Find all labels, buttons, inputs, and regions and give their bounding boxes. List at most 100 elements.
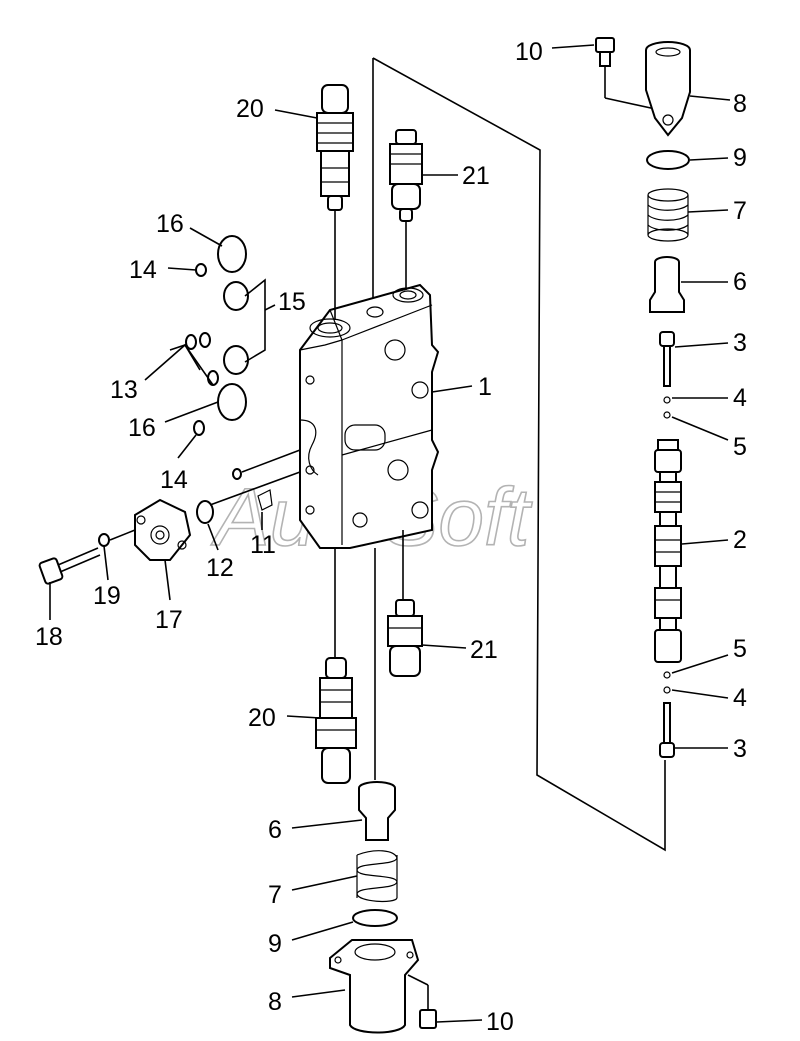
leader-13-b [169, 344, 201, 371]
leader-15 [244, 278, 266, 363]
callout-5-bottom: 5 [733, 635, 747, 663]
leader-19 [103, 545, 109, 581]
o-ring-part-16-bottom [217, 383, 247, 421]
stopper-rod-part-3-bottom [659, 702, 675, 758]
leader-7-bottom [291, 875, 358, 891]
leader-10-bottom [436, 1019, 483, 1023]
relief-valve-part-20-bottom [315, 657, 357, 784]
callout-13: 13 [110, 376, 138, 404]
o-ring-part-16-top [217, 235, 247, 273]
callout-21-bottom: 21 [470, 636, 498, 664]
callout-20-bottom: 20 [248, 704, 276, 732]
callout-10-top: 10 [515, 38, 543, 66]
callout-9-bottom: 9 [268, 930, 282, 958]
leader-16-top [189, 227, 223, 247]
spring-part-7-top [647, 188, 689, 242]
o-ring-part-15-a [223, 281, 249, 311]
callout-4-top: 4 [733, 384, 747, 412]
leader-8-top [689, 95, 731, 101]
callout-3-top: 3 [733, 329, 747, 357]
leader-17 [164, 559, 171, 601]
leader-21-bottom-callout [421, 644, 467, 649]
leader-8-bottom [291, 989, 346, 998]
o-ring-part-14-bottom [193, 420, 205, 436]
ball-part-5-bottom [663, 671, 671, 679]
leader-9-top [689, 157, 729, 161]
ball-part-4-bottom [663, 686, 671, 694]
washer-part-19 [98, 533, 110, 547]
bolt-part-10-bottom [407, 974, 437, 1029]
o-ring-part-12 [196, 500, 214, 524]
callout-7-bottom: 7 [268, 881, 282, 909]
leader-14-bottom [177, 434, 197, 459]
callout-17: 17 [155, 606, 183, 634]
callout-15: 15 [278, 288, 306, 316]
leader-5-bottom [671, 654, 729, 674]
callout-7-top: 7 [733, 197, 747, 225]
leader-1 [431, 385, 473, 393]
leader-20-bottom-callout [286, 715, 321, 719]
callout-4-bottom: 4 [733, 684, 747, 712]
o-ring-part-9-top [646, 150, 690, 170]
ball-part-4-top [663, 396, 671, 404]
callout-2: 2 [733, 526, 747, 554]
callout-10-bottom: 10 [486, 1008, 514, 1036]
callout-9-top: 9 [733, 144, 747, 172]
o-ring-part-11 [232, 468, 242, 480]
spool-part-2 [654, 439, 682, 663]
callout-6-top: 6 [733, 268, 747, 296]
callout-8-top: 8 [733, 90, 747, 118]
block-part-17 [134, 498, 192, 561]
leader-12-a [209, 471, 301, 506]
o-ring-part-14-top [195, 263, 207, 277]
leader-5-top [671, 416, 729, 441]
leader-7-top [687, 209, 729, 213]
stopper-rod-part-3-top [659, 331, 675, 387]
leader-20-top-callout [274, 109, 318, 119]
callout-18: 18 [35, 623, 63, 651]
check-valve-part-21-bottom [387, 599, 423, 677]
leader-14-top [167, 267, 197, 271]
valve-body-part-1 [299, 283, 440, 549]
leader-16-bottom [164, 401, 219, 423]
cover-part-8-top [645, 41, 691, 137]
callout-20-top: 20 [236, 95, 264, 123]
spring-seat-part-6-top [649, 256, 685, 313]
callout-14-bottom: 14 [160, 466, 188, 494]
o-ring-part-13-b [199, 332, 211, 348]
leader-13 [144, 343, 214, 386]
callout-11: 11 [250, 531, 276, 559]
callout-3-bottom: 3 [733, 735, 747, 763]
spring-part-7-bottom [356, 850, 398, 903]
leader-6-bottom [291, 819, 363, 829]
o-ring-part-13-a [185, 334, 197, 350]
callout-16-top: 16 [156, 210, 184, 238]
callout-6-bottom: 6 [268, 816, 282, 844]
assembly-bracket-line [372, 57, 666, 852]
leader-11-a [241, 449, 301, 473]
leader-bolt-axis [109, 529, 136, 541]
leader-2 [681, 539, 729, 545]
callout-1: 1 [478, 373, 492, 401]
callout-5-top: 5 [733, 433, 747, 461]
callout-8-bottom: 8 [268, 988, 282, 1016]
ball-part-5-top [663, 411, 671, 419]
callout-21-top: 21 [462, 162, 490, 190]
check-valve-part-21-top [389, 129, 423, 222]
small-part-11 [257, 489, 273, 511]
bolt-part-18 [38, 547, 101, 585]
callout-14-top: 14 [129, 256, 157, 284]
callout-12: 12 [206, 554, 234, 582]
leader-10-top [551, 44, 595, 49]
spring-seat-part-6-bottom [358, 781, 396, 841]
relief-valve-part-20-top [316, 84, 354, 211]
callout-16-bottom: 16 [128, 414, 156, 442]
leader-12 [207, 523, 219, 551]
leader-9-bottom [291, 921, 354, 941]
leader-3-top [674, 342, 729, 348]
cover-part-8-bottom [329, 939, 420, 1034]
o-ring-part-13-c [207, 370, 219, 386]
o-ring-part-15-b [223, 345, 249, 375]
leader-4-bottom [671, 689, 729, 699]
